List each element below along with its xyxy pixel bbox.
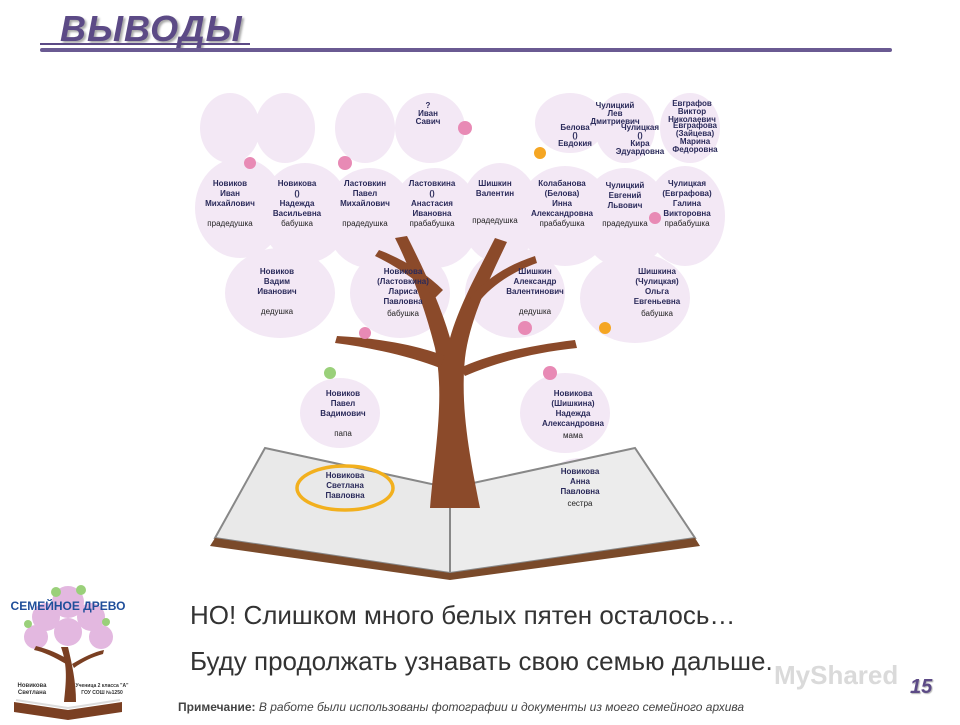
role-gg5: прадедушка (472, 216, 518, 225)
me-highlight (295, 464, 395, 512)
role-mom: мама (563, 431, 583, 440)
role-dad: папа (334, 429, 352, 438)
tree-trunk (335, 236, 577, 508)
role-gg1: прадедушка (207, 219, 253, 228)
role-gg3: прадедушка (342, 219, 388, 228)
flower-decorations (244, 121, 661, 380)
watermark: MyShared (774, 660, 899, 690)
footnote-text: В работе были использованы фотографии и … (255, 700, 745, 714)
node-top-b: Белова()Евдокия (558, 123, 592, 148)
footnote: Примечание: В работе были использованы ф… (178, 700, 744, 714)
conclusion-line-1: НО! Слишком много белых пятен осталось… (190, 600, 736, 630)
role-g2: бабушка (387, 309, 419, 318)
slide-title: ВЫВОДЫ (60, 8, 243, 49)
role-gg8: прабабушка (664, 219, 710, 228)
role-gg6: прабабушка (539, 219, 585, 228)
open-book (210, 446, 700, 580)
role-sister: сестра (567, 499, 593, 508)
role-g4: бабушка (641, 309, 673, 318)
conclusion-line-2: Буду продолжать узнавать свою семью даль… (190, 646, 773, 676)
role-gg4: прабабушка (409, 219, 455, 228)
footnote-label: Примечание: (178, 700, 256, 714)
role-gg7: прадедушка (602, 219, 648, 228)
role-g1: дедушка (261, 307, 294, 316)
logo-right-caption: Ученица 2 класса "А"ГОУ СОШ №1250 (75, 683, 129, 696)
page-number: 15 (910, 676, 933, 698)
title-underline (40, 43, 250, 45)
title-rule (40, 48, 892, 52)
role-g3: дедушка (519, 307, 552, 316)
logo-title: СЕМЕЙНОЕ ДРЕВО (11, 598, 126, 613)
role-gg2: бабушка (281, 219, 313, 228)
